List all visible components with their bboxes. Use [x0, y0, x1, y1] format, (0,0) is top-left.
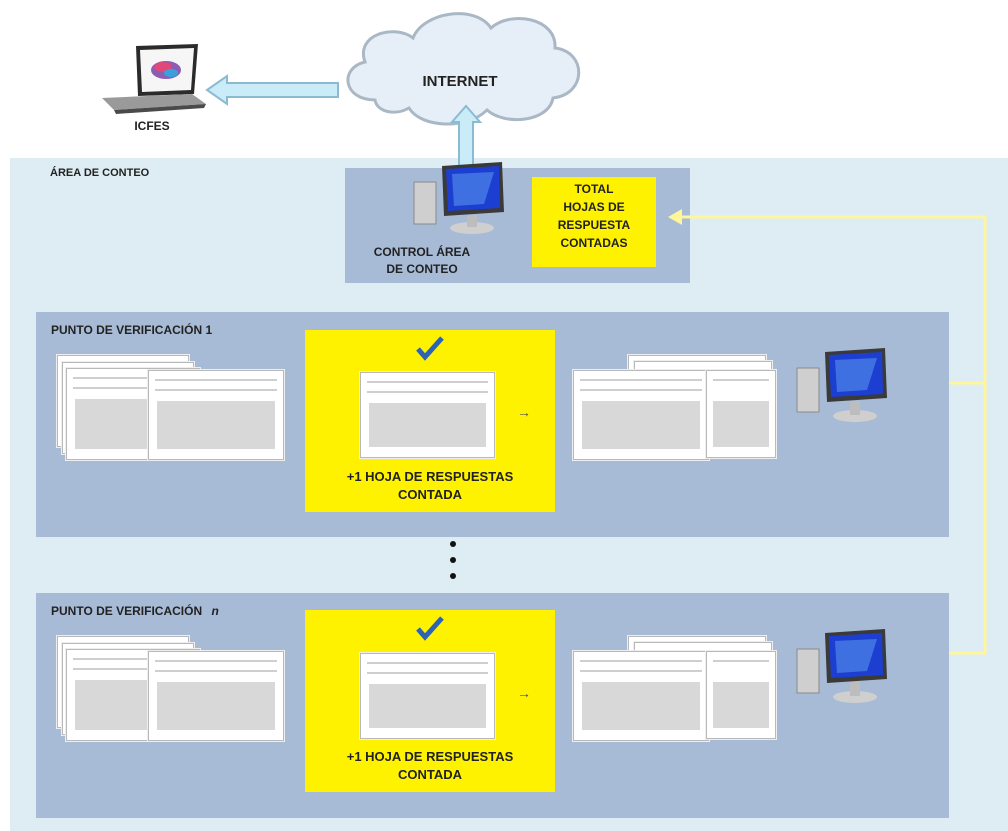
answer-sheet-icon — [360, 372, 495, 458]
monitor-icon — [413, 162, 504, 234]
answer-sheet-icon — [706, 651, 776, 739]
cloud-to-icfes-arrow — [205, 74, 339, 106]
total-line4: CONTADAS — [560, 236, 628, 250]
control-label: CONTROL ÁREA DE CONTEO — [352, 244, 492, 278]
answer-sheet-icon — [148, 651, 284, 741]
counted-label-1: +1 HOJA DE RESPUESTAS CONTADA — [305, 468, 555, 504]
counted-line2: CONTADA — [397, 767, 463, 782]
punto1-label: PUNTO DE VERIFICACIÓN 1 — [51, 323, 213, 337]
monitor-icon — [796, 629, 887, 703]
counted-line1: +1 HOJA DE RESPUESTAS — [346, 469, 514, 484]
answer-sheet-icon — [360, 653, 495, 739]
total-box — [532, 177, 656, 267]
counted-label-n: +1 HOJA DE RESPUESTAS CONTADA — [305, 748, 555, 784]
icfes-label: ICFES — [134, 119, 170, 133]
control-line1: CONTROL ÁREA — [373, 245, 471, 259]
flow-arrow-1b: → — [517, 404, 531, 420]
punto-n-prefix: PUNTO DE VERIFICACIÓN — [51, 604, 203, 618]
monitor-icon — [796, 348, 887, 422]
flow-arrow-nb: → — [517, 685, 531, 701]
ellipsis-dot — [450, 557, 456, 563]
control-line2: DE CONTEO — [386, 262, 458, 276]
cloud-icon — [346, 12, 581, 126]
punto-n-label: PUNTO DE VERIFICACIÓN n — [51, 604, 219, 618]
ellipsis-dot — [450, 573, 456, 579]
total-line1: TOTAL — [574, 182, 614, 196]
counted-line1: +1 HOJA DE RESPUESTAS — [346, 749, 514, 764]
laptop-icon — [102, 44, 206, 114]
total-label: TOTAL HOJAS DE RESPUESTA CONTADAS — [532, 180, 656, 252]
checkmark-icon — [416, 336, 444, 361]
total-line2: HOJAS DE — [563, 200, 625, 214]
area-title: ÁREA DE CONTEO — [50, 167, 150, 179]
counted-line2: CONTADA — [397, 487, 463, 502]
answer-sheet-icon — [573, 370, 709, 460]
answer-sheet-icon — [573, 651, 709, 741]
answer-sheet-icon — [148, 370, 284, 460]
ellipsis-dot — [450, 541, 456, 547]
checkmark-icon — [416, 616, 444, 641]
internet-label: INTERNET — [422, 73, 498, 90]
total-line3: RESPUESTA — [557, 218, 631, 232]
answer-sheet-icon — [706, 370, 776, 458]
punto-n-suffix: n — [211, 604, 219, 618]
